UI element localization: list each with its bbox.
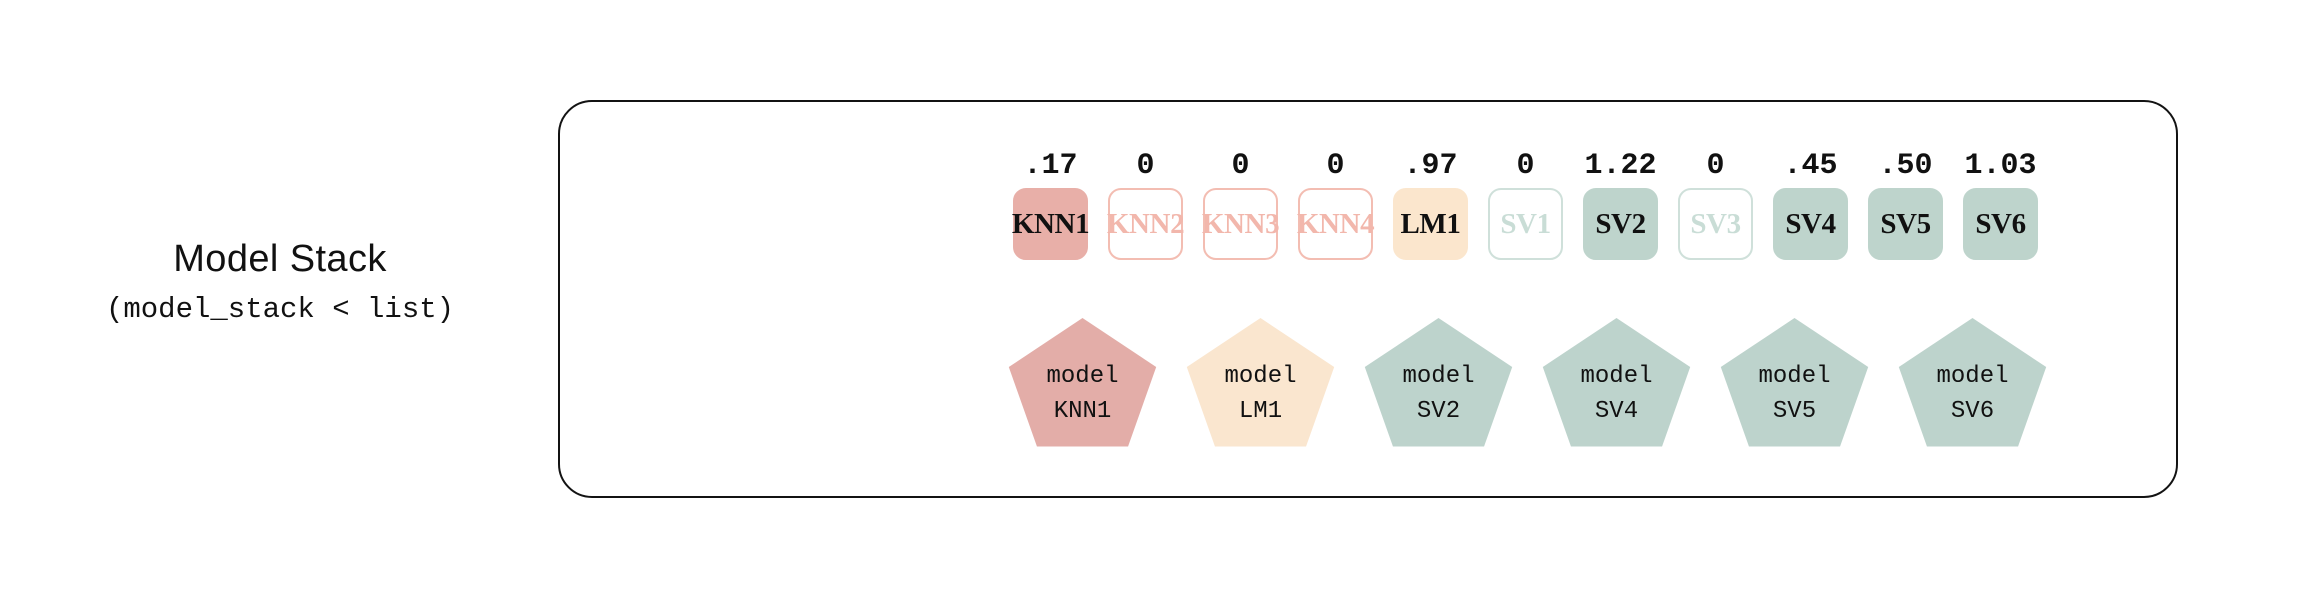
model-stack-caption: Model Stack (model_stack < list) (40, 238, 520, 326)
stacking-coefficient-value: 0 (1326, 149, 1345, 183)
candidate-chip-knn4[interactable]: KNN4 (1297, 188, 1375, 260)
stacking-coefficient-value: .50 (1878, 149, 1933, 183)
candidate-chip-sv6[interactable]: SV6 (1963, 188, 2038, 260)
stacking-coefficient-value: 0 (1231, 149, 1250, 183)
candidate-chip-knn2[interactable]: KNN2 (1107, 188, 1185, 260)
stacking-coefficient-value: .17 (1023, 149, 1078, 183)
pentagon-icon (1008, 318, 1157, 447)
stacking-coefficient-value: 1.03 (1964, 149, 2037, 183)
page-subtitle: (model_stack < list) (105, 292, 455, 326)
candidate-chip-knn3[interactable]: KNN3 (1202, 188, 1280, 260)
candidate-chip-sv1[interactable]: SV1 (1488, 188, 1563, 260)
candidate-chip-sv2[interactable]: SV2 (1583, 188, 1658, 260)
candidate-chip-lm1[interactable]: LM1 (1393, 188, 1468, 260)
stacking-coefficient-value: 0 (1706, 149, 1725, 183)
model-stack-panel (558, 100, 2178, 498)
pentagon-icon (1364, 318, 1513, 447)
stacking-coefficient-value: .97 (1403, 149, 1458, 183)
stacking-coefficient-value: 1.22 (1584, 149, 1657, 183)
pentagon-icon (1898, 318, 2047, 447)
candidate-chip-sv3[interactable]: SV3 (1678, 188, 1753, 260)
candidate-chip-knn1[interactable]: KNN1 (1012, 188, 1090, 260)
candidate-chip-sv5[interactable]: SV5 (1868, 188, 1943, 260)
candidate-chip-sv4[interactable]: SV4 (1773, 188, 1848, 260)
pentagon-icon (1186, 318, 1335, 447)
stacking-coefficient-value: 0 (1136, 149, 1155, 183)
page-title: Model Stack (173, 238, 387, 280)
stacking-coefficient-value: .45 (1783, 149, 1838, 183)
pentagon-icon (1542, 318, 1691, 447)
stacking-coefficients-row: .17 0 0 0 .97 0 1.22 0 .45 .50 1.03 (1013, 146, 2038, 186)
pentagon-icon (1720, 318, 1869, 447)
stacking-coefficient-value: 0 (1516, 149, 1535, 183)
